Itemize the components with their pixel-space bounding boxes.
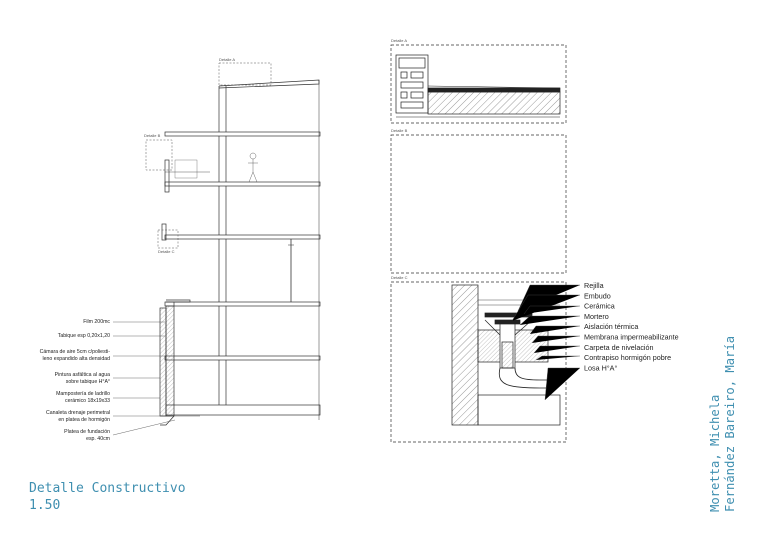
drawing-scale: 1.50: [29, 498, 61, 513]
right-annotation: Cerámica: [584, 302, 615, 311]
authors-block: Moretta, Michela Fernández Bareiro, Marí…: [708, 336, 738, 512]
right-annotation: Losa H°A°: [584, 363, 617, 372]
right-annotation: Contrapiso hormigón pobre: [584, 353, 671, 362]
detail-c-label: Detalle C: [391, 275, 408, 280]
scale-figure: [248, 152, 258, 183]
left-annotation: Canaleta drenaje perimetral: [46, 410, 110, 416]
right-annotation: Carpeta de nivelación: [584, 343, 654, 352]
author-2: Fernández Bareiro, María: [723, 335, 737, 512]
detail-c-tag: Detalle C: [158, 249, 175, 254]
detail-a-tag: Detalle A: [219, 57, 235, 62]
left-annotation: en platea de hormigón: [58, 417, 110, 423]
detail-a-frame: [390, 44, 567, 124]
left-annotation: Platea de fundación: [64, 429, 110, 435]
detail-c-drawing: [451, 284, 561, 426]
left-annotation: cerámico 18x19x33: [65, 398, 110, 404]
left-annotation: sobre tabique H°A°: [66, 379, 110, 385]
detail-a-drawing: [395, 54, 561, 118]
title-block: Detalle Constructivo 1.50: [29, 480, 186, 514]
detail-c-frame: [390, 281, 567, 443]
left-annotation: Tabique esp 0,20x1,20: [58, 333, 110, 339]
right-annotation: Rejilla: [584, 281, 604, 290]
left-annotation: esp. 40cm: [86, 436, 110, 442]
drawing-title: Detalle Constructivo: [29, 481, 186, 496]
left-leaders: [112, 321, 176, 436]
detail-b-tag: Detalle B: [144, 133, 161, 138]
building-section: [145, 62, 321, 426]
right-annotation: Mortero: [584, 312, 609, 321]
left-annotation: leno expandido alta densidad: [43, 356, 111, 362]
left-annotation: Film 200mc: [83, 319, 110, 325]
right-annotation: Membrana impermeabilizante: [584, 333, 679, 342]
right-annotation: Embudo: [584, 291, 611, 300]
author-1: Moretta, Michela: [708, 394, 722, 512]
left-annotation: Pintura asfáltica al agua: [55, 372, 110, 378]
right-leaders: [511, 284, 580, 401]
left-annotation: Cámara de aire 5cm c/poliesti-: [40, 349, 111, 355]
detail-a-label: Detalle A: [391, 38, 407, 43]
detail-b-frame: [390, 134, 567, 274]
detail-b-label: Detalle B: [391, 128, 408, 133]
right-annotation: Aislación térmica: [584, 322, 638, 331]
left-annotation: Mampostería de ladrillo: [56, 391, 110, 397]
detail-frames: [390, 44, 567, 443]
